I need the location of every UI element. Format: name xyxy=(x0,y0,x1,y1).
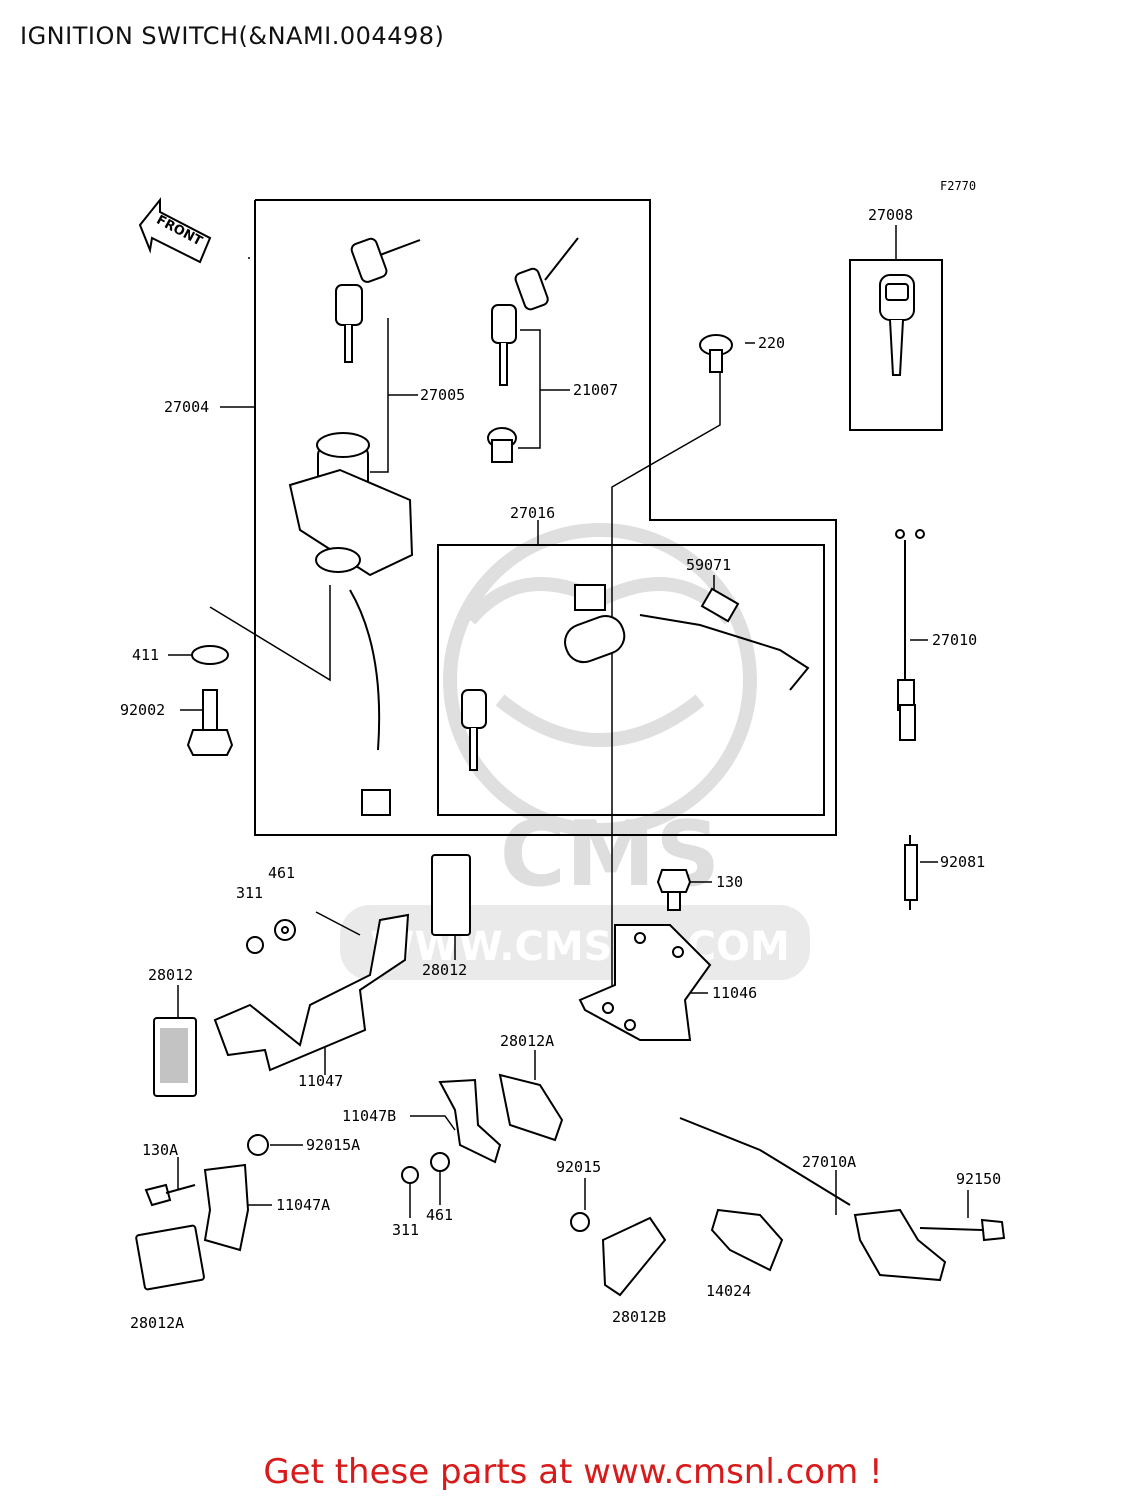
part-label-28012: 28012 xyxy=(148,966,193,984)
clamp-icon xyxy=(700,587,740,623)
part-label-27010: 27010 xyxy=(932,631,977,649)
part-label-28012B: 28012B xyxy=(612,1308,666,1326)
diagram-title: IGNITION SWITCH(&NAMI.004498) xyxy=(20,22,445,50)
footer-promo-link[interactable]: Get these parts at www.cmsnl.com ! xyxy=(263,1452,883,1492)
part-label-27005: 27005 xyxy=(420,386,465,404)
part-label-311: 311 xyxy=(236,884,263,902)
part-label-27016: 27016 xyxy=(510,504,555,522)
leader-lines xyxy=(168,225,969,1218)
key-icon xyxy=(491,237,579,386)
reflector-icon xyxy=(135,1224,205,1291)
part-label-11047A: 11047A xyxy=(276,1196,330,1214)
key-icon xyxy=(335,237,421,363)
switch-wire-icon xyxy=(895,529,925,741)
part-label-27008: 27008 xyxy=(868,206,913,224)
part-label-92002: 92002 xyxy=(120,701,165,719)
bolt-icon xyxy=(656,869,692,911)
part-label-92015A: 92015A xyxy=(306,1136,360,1154)
ignition-switch-icon xyxy=(288,432,414,816)
relay-icon xyxy=(710,1208,784,1272)
bolt-icon xyxy=(144,1183,196,1207)
key-icon xyxy=(879,274,915,376)
part-label-28012A: 28012A xyxy=(130,1314,184,1332)
reflector-icon xyxy=(431,854,471,936)
nut-icon xyxy=(401,1166,419,1184)
part-label-27010A: 27010A xyxy=(802,1153,856,1171)
washer-icon xyxy=(430,1152,450,1172)
reflector-icon xyxy=(153,1017,197,1097)
part-label-220: 220 xyxy=(758,334,785,352)
part-label-59071: 59071 xyxy=(686,556,731,574)
part-label-130A: 130A xyxy=(142,1141,178,1159)
seat-lock-icon xyxy=(461,584,810,771)
bracket-icon xyxy=(213,913,410,1072)
bolt-icon xyxy=(919,1218,1006,1242)
part-label-411: 411 xyxy=(132,646,159,664)
reflector-icon xyxy=(601,1216,667,1297)
part-label-27004: 27004 xyxy=(164,398,209,416)
part-label-92015: 92015 xyxy=(556,1158,601,1176)
nut-icon xyxy=(570,1212,590,1232)
part-label-130: 130 xyxy=(716,873,743,891)
nut-icon xyxy=(246,936,264,954)
washer-icon xyxy=(191,645,229,665)
lock-cap-icon xyxy=(487,427,517,463)
part-label-461: 461 xyxy=(426,1206,453,1224)
bolt-icon xyxy=(186,689,234,756)
bracket-icon xyxy=(438,1078,502,1164)
part-label-311: 311 xyxy=(392,1221,419,1239)
part-labels: 27008 220 27004 27005 21007 27016 59071 … xyxy=(120,206,1001,1332)
part-illustrations xyxy=(135,237,1006,1297)
bracket-icon xyxy=(578,924,712,1041)
part-label-92081: 92081 xyxy=(940,853,985,871)
bracket-icon xyxy=(203,1163,250,1252)
part-label-11046: 11046 xyxy=(712,984,757,1002)
washer-icon xyxy=(274,919,296,941)
screw-icon xyxy=(699,334,733,373)
front-arrow-icon: FRONT xyxy=(138,197,212,264)
part-label-21007: 21007 xyxy=(573,381,618,399)
reflector-icon xyxy=(498,1073,564,1142)
part-label-92150: 92150 xyxy=(956,1170,1001,1188)
part-label-14024: 14024 xyxy=(706,1282,751,1300)
assembly-outlines xyxy=(254,199,943,836)
part-label-11047: 11047 xyxy=(298,1072,343,1090)
part-label-11047B: 11047B xyxy=(342,1107,396,1125)
figure-code: F2770 xyxy=(940,179,976,193)
part-label-28012: 28012 xyxy=(422,961,467,979)
nut-icon xyxy=(247,1134,269,1156)
part-label-461: 461 xyxy=(268,864,295,882)
spring-icon xyxy=(904,835,918,910)
parts-diagram: CMS WWW.CMSNL.COM F2770 FRONT xyxy=(120,179,1006,1332)
switch-wire-icon xyxy=(679,1117,947,1282)
part-label-28012A: 28012A xyxy=(500,1032,554,1050)
